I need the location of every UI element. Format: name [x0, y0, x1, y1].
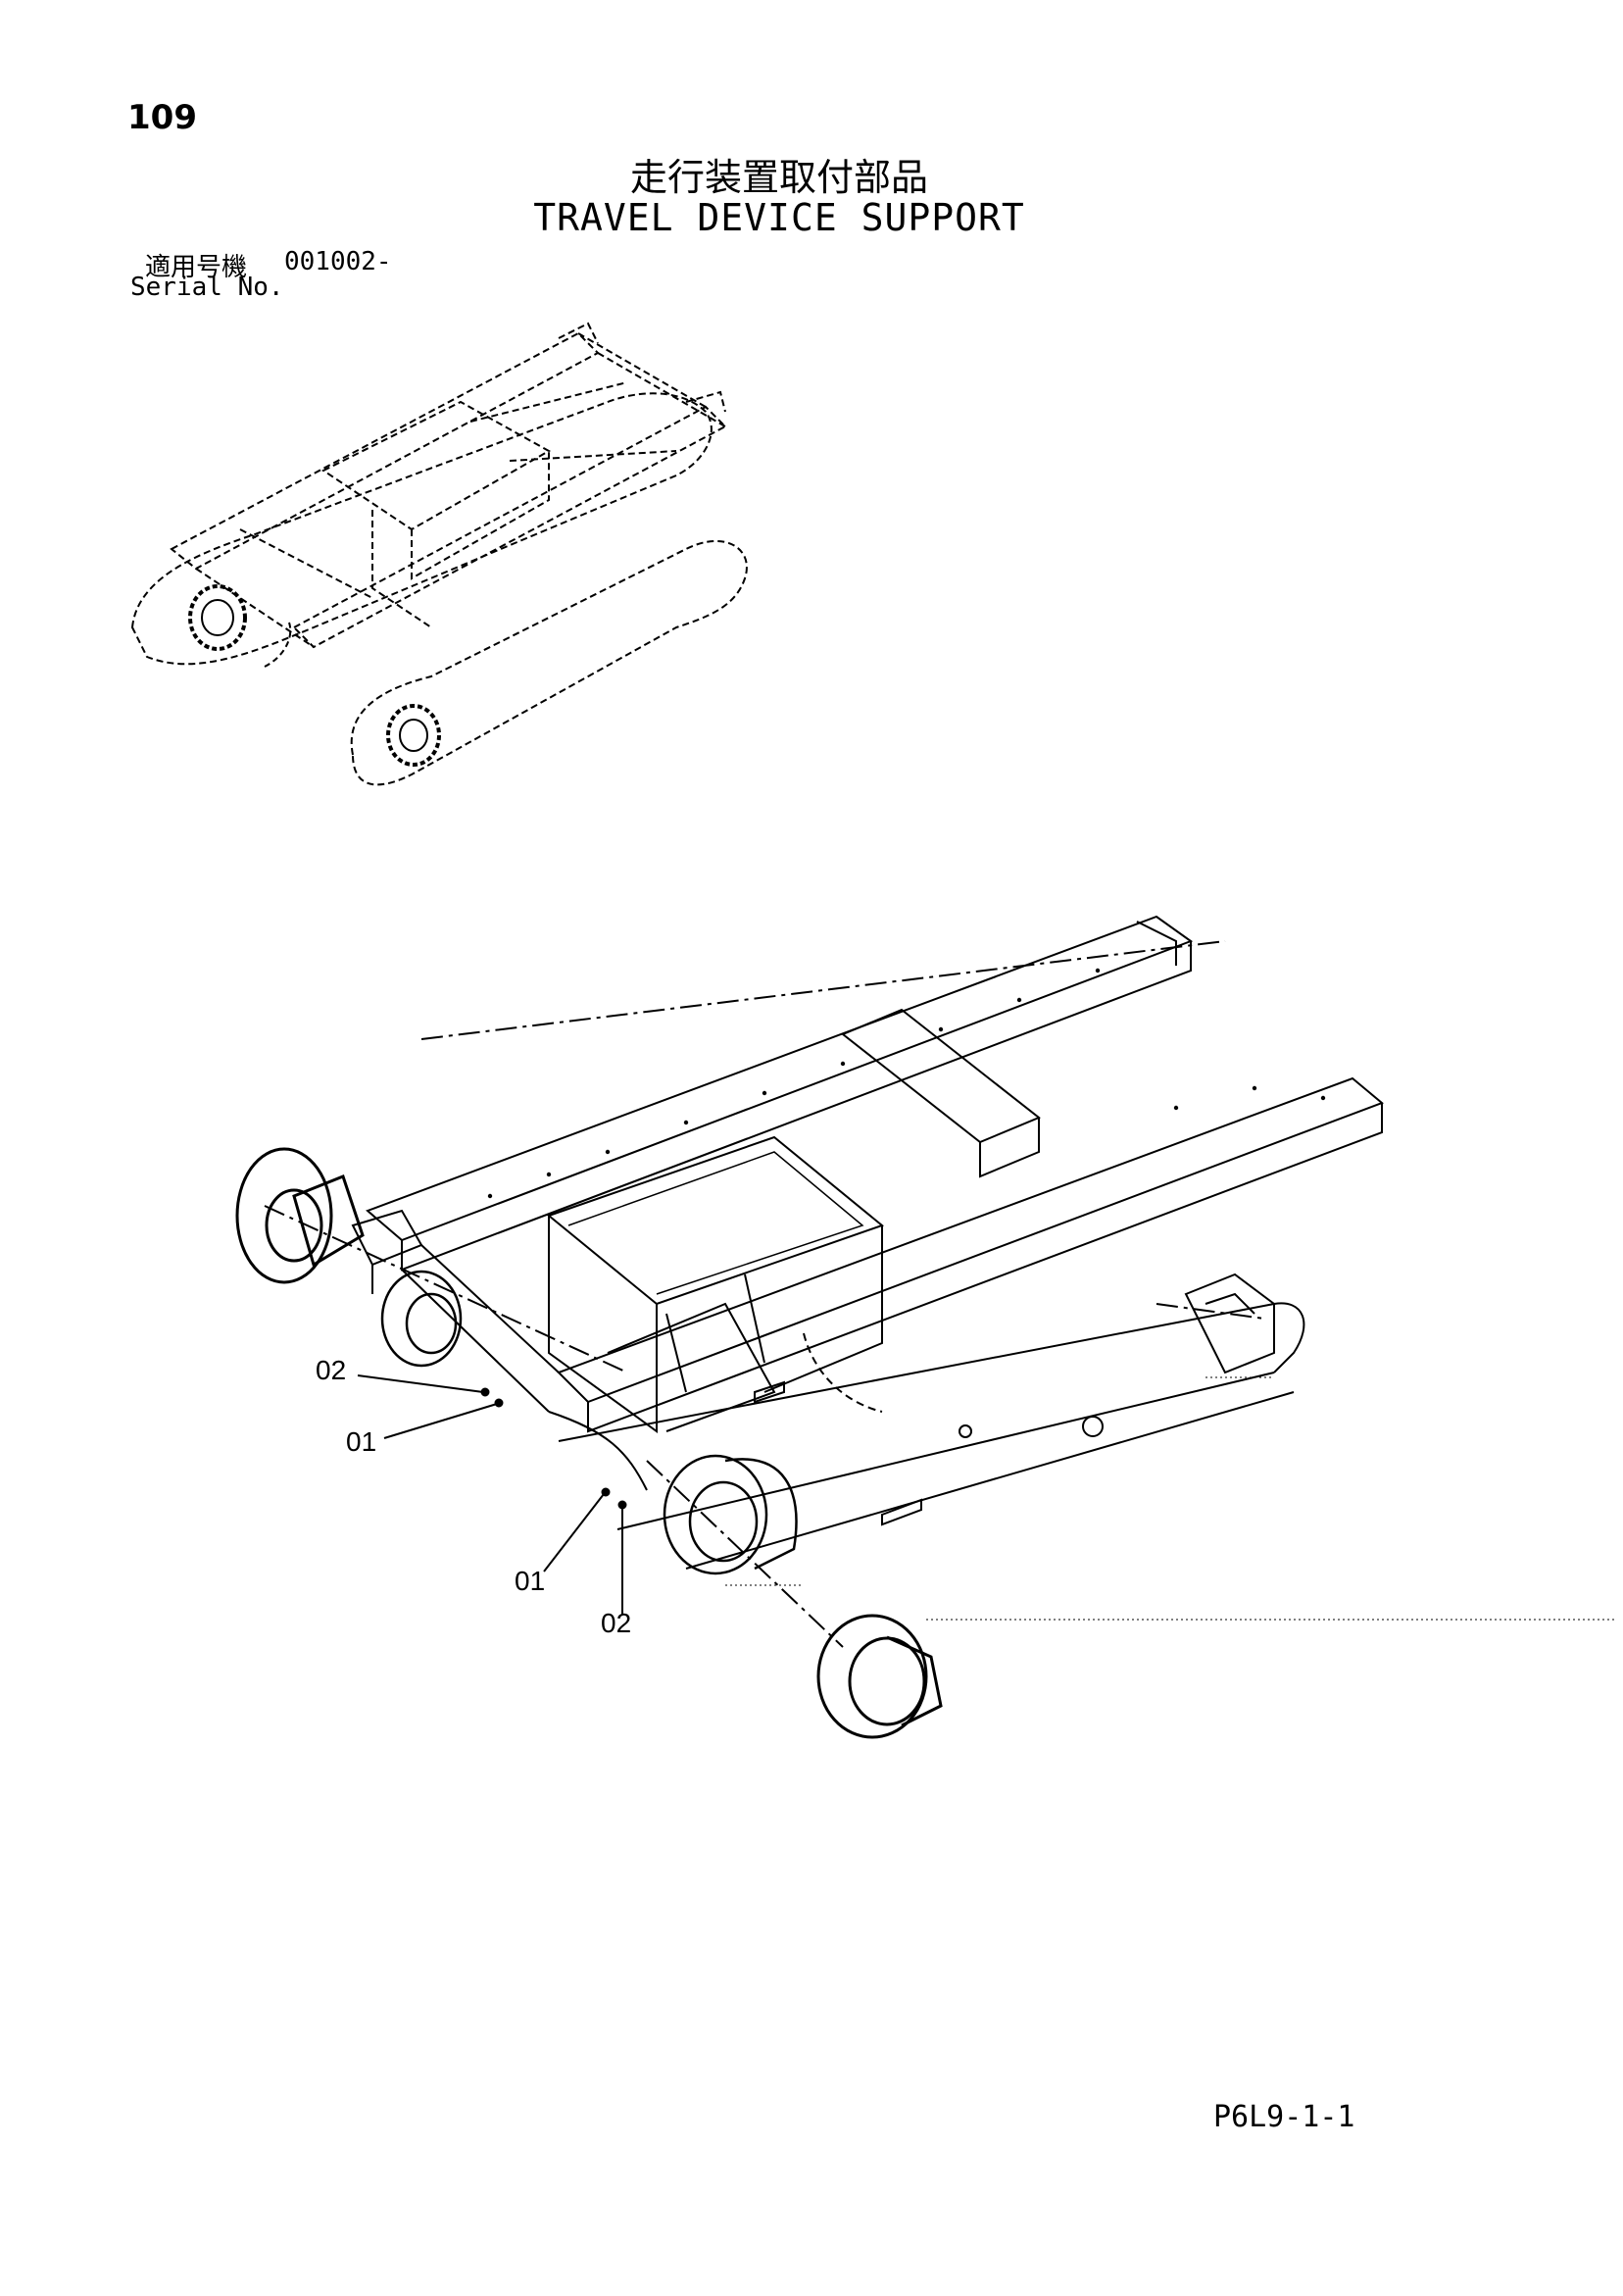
page-number: 109	[127, 98, 197, 137]
fastener-bolts-upper	[480, 1387, 504, 1408]
page-title-japanese: 走行装置取付部品	[629, 156, 928, 199]
serial-label-english: Serial No.	[130, 273, 284, 302]
main-travel-frame-drawing	[351, 915, 1384, 1570]
serial-number-value: 001002-	[284, 247, 392, 276]
overview-undercarriage-drawing	[130, 322, 748, 786]
callout-label-lower-01: 01	[515, 1566, 546, 1596]
hub-front	[663, 1454, 798, 1575]
fastener-bolts-lower	[601, 1487, 627, 1510]
hub-rear	[380, 1270, 463, 1368]
serial-label-japanese: 適用号機	[145, 253, 248, 282]
callout-label-upper-02: 02	[316, 1355, 347, 1385]
callout-label-upper-01: 01	[346, 1426, 377, 1457]
overview-sprocket-rear	[188, 584, 292, 668]
drawing-code: P6L9-1-1	[1213, 2100, 1355, 2134]
callout-leaders	[357, 1374, 623, 1615]
callout-label-lower-02: 02	[601, 1608, 632, 1638]
assembly-centerlines	[264, 940, 1265, 1648]
leader-dotted-lines	[725, 1376, 1617, 1621]
overview-sprocket-front	[386, 704, 441, 767]
travel-motor-rear	[235, 1147, 365, 1284]
travel-motor-front	[816, 1614, 943, 1739]
page-title-english: TRAVEL DEVICE SUPPORT	[533, 196, 1025, 239]
